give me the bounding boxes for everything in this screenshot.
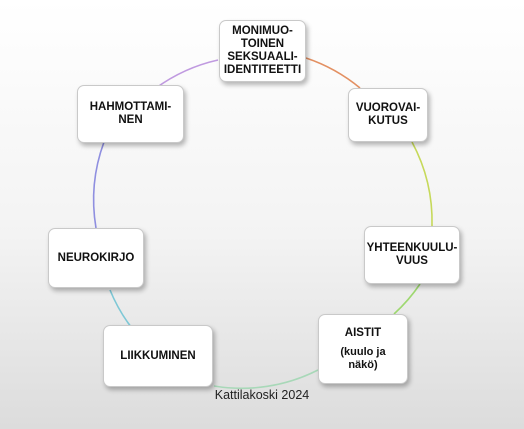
node-perception: HAHMOTTAMI- NEN xyxy=(77,85,184,143)
ring-arc-4 xyxy=(213,369,319,390)
ring-arc-7 xyxy=(155,59,219,89)
node-perception-label: HAHMOTTAMI- NEN xyxy=(89,101,172,126)
node-neuro: NEUROKIRJO xyxy=(48,228,144,288)
node-senses-label: AISTIT xyxy=(344,326,382,339)
node-belonging-label: YHTEENKUULU- VUUS xyxy=(366,242,458,267)
footer-credit: Kattilakoski 2024 xyxy=(214,388,310,402)
node-interaction-label: VUOROVAI- KUTUS xyxy=(355,102,421,127)
node-neuro-label: NEUROKIRJO xyxy=(57,251,135,264)
node-identity-label: MONIMUO- TOINEN SEKSUAALI- IDENTITEETTI xyxy=(223,25,302,76)
node-interaction: VUOROVAI- KUTUS xyxy=(348,88,428,142)
node-belonging: YHTEENKUULU- VUUS xyxy=(364,226,460,284)
ring-arc-6 xyxy=(92,141,105,229)
ring-arc-3 xyxy=(393,283,421,315)
ring-arc-2 xyxy=(411,141,433,227)
node-identity: MONIMUO- TOINEN SEKSUAALI- IDENTITEETTI xyxy=(219,20,306,82)
node-movement-label: LIIKKUMINEN xyxy=(120,349,196,362)
node-senses: AISTIT (kuulo ja näkö) xyxy=(318,314,408,384)
ring-arc-1 xyxy=(305,57,361,89)
node-movement: LIIKKUMINEN xyxy=(103,325,213,387)
node-senses-sublabel: (kuulo ja näkö) xyxy=(340,345,386,371)
